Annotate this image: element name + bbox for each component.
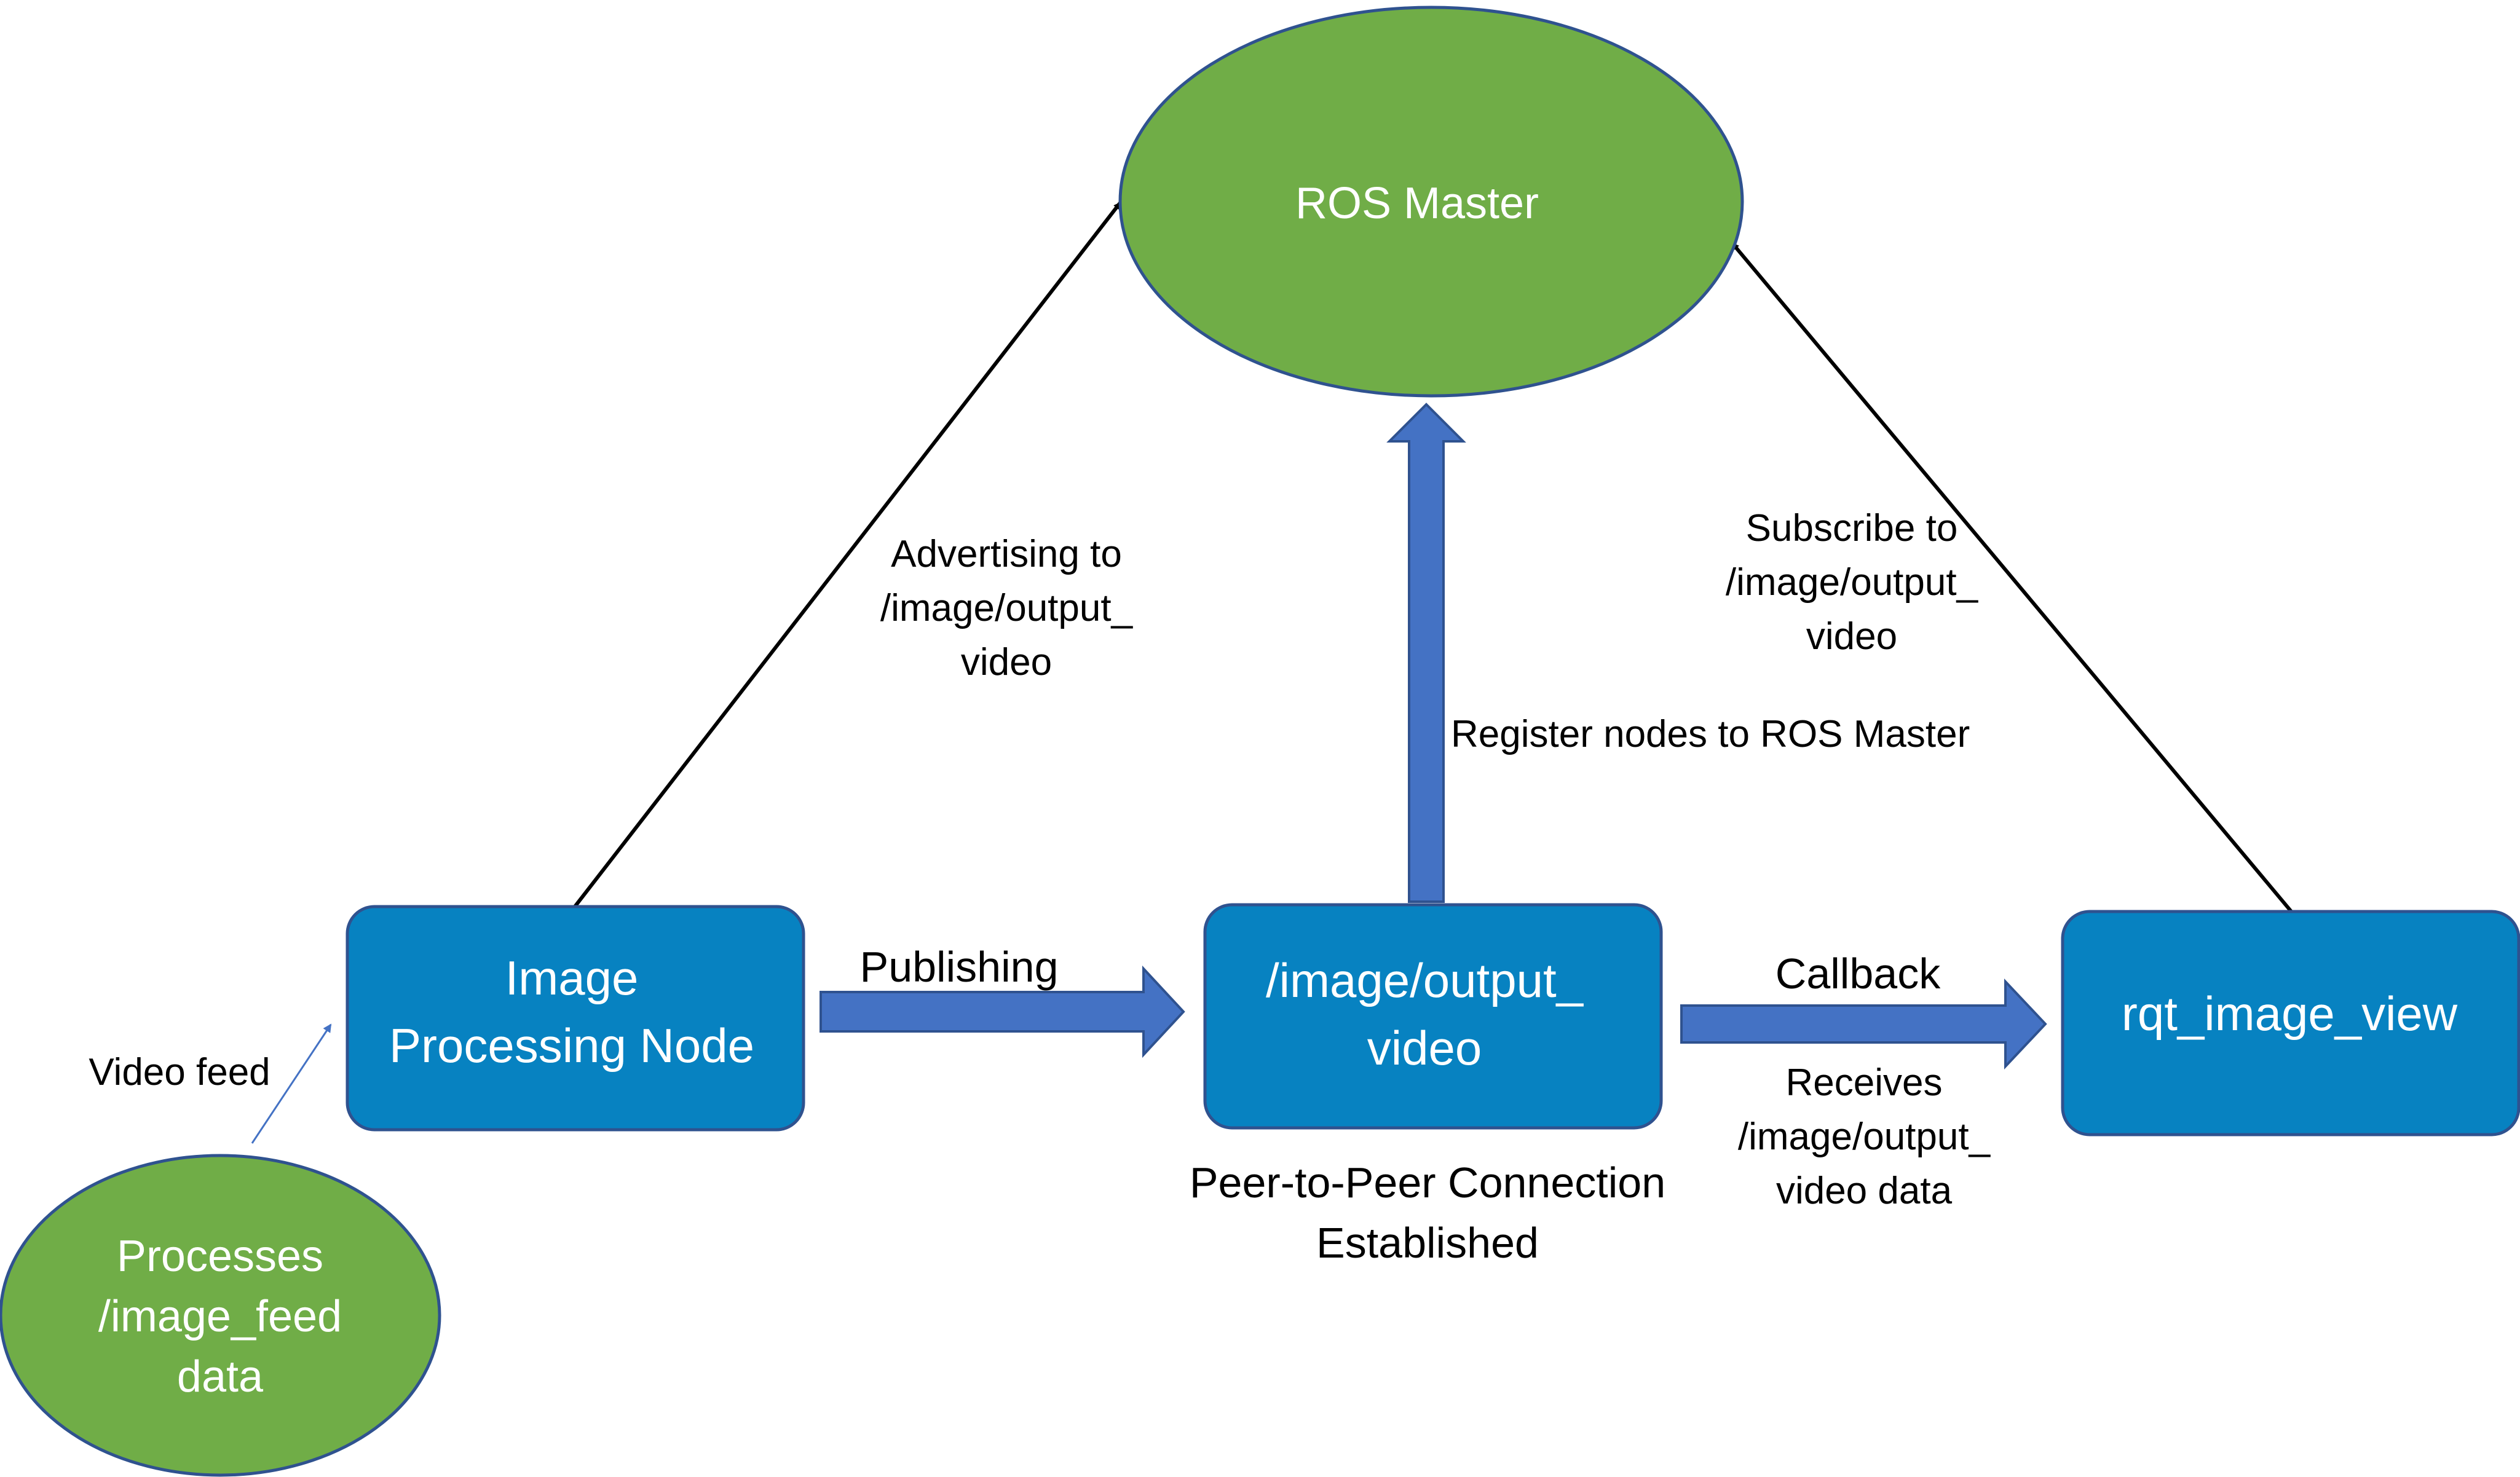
advertising-label-line3: video [961,641,1052,683]
output-video-line2: video [1367,1021,1482,1075]
image-processing-line1: Image [505,951,639,1005]
subscribe-connector [1731,242,2293,913]
advertising-label-line1: Advertising to [891,533,1122,575]
publishing-arrow [820,965,1185,1058]
processes-feed-node[interactable] [0,1154,441,1477]
ros-master-node[interactable] [1118,6,1744,398]
publishing-label: Publishing [860,943,1059,991]
subscribe-label-line2: /image/output_ [1726,561,1979,604]
rqt-image-view-node[interactable] [2061,910,2520,1136]
receives-label-line1: Receives [1786,1061,1943,1104]
ros-master-label: ROS Master [1295,179,1539,228]
subscribe-label-line3: video [1806,615,1897,658]
processes-feed-line1: Processes [117,1232,323,1281]
register-label: Register nodes to ROS Master [1451,713,1970,755]
output-video-topic-node[interactable] [1203,903,1663,1130]
p2p-label-line2: Established [1316,1219,1539,1267]
output-video-line1: /image/output_ [1266,953,1584,1007]
video-feed-connector [251,1023,332,1144]
advertising-connector [573,202,1122,908]
p2p-label-line1: Peer-to-Peer Connection [1190,1159,1665,1207]
processes-feed-line3: data [177,1352,264,1401]
rqt-image-view-label: rqt_image_view [2122,987,2458,1041]
video-feed-label: Video feed [89,1051,270,1093]
processes-feed-line2: /image_feed [98,1292,342,1341]
receives-label-line2: /image/output_ [1738,1116,1991,1158]
advertising-label-line2: /image/output_ [880,587,1134,629]
register-arrow [1386,403,1466,903]
callback-label: Callback [1775,950,1941,998]
callback-arrow [1680,978,2047,1070]
image-processing-node[interactable] [346,905,805,1132]
subscribe-label-line1: Subscribe to [1746,507,1958,549]
image-processing-line2: Processing Node [389,1018,754,1073]
receives-label-line3: video data [1776,1170,1953,1212]
